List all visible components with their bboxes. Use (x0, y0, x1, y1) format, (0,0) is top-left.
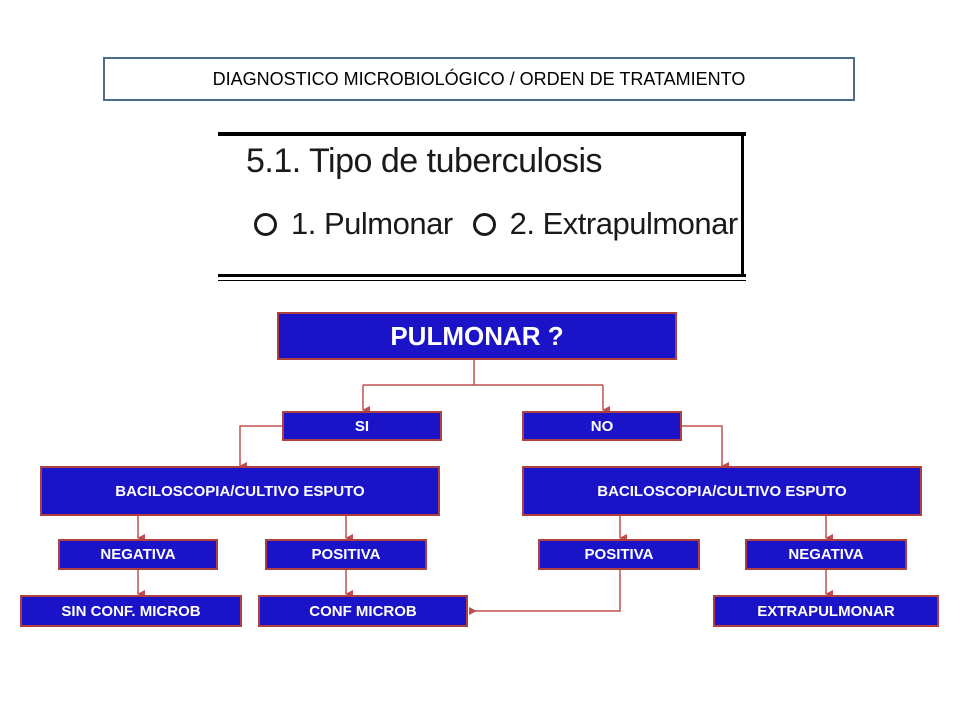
node-label: BACILOSCOPIA/CULTIVO ESPUTO (115, 482, 365, 500)
node-sin-conf-microb: SIN CONF. MICROB (20, 595, 242, 627)
node-left-positive: POSITIVA (265, 539, 427, 570)
form-excerpt-image: 5.1. Tipo de tuberculosis 1. Pulmonar 2.… (218, 132, 746, 282)
header-title: DIAGNOSTICO MICROBIOLÓGICO / ORDEN DE TR… (212, 68, 746, 89)
connector-no-to-test (682, 425, 729, 470)
connector-root-split (363, 360, 603, 386)
form-option-extrapulmonar: 2. Extrapulmonar (472, 206, 739, 242)
form-option-label: 1. Pulmonar (291, 206, 453, 241)
radio-circle-icon (472, 212, 496, 236)
node-right-positive: POSITIVA (538, 539, 700, 570)
node-label: BACILOSCOPIA/CULTIVO ESPUTO (597, 482, 847, 500)
form-option-label: 2. Extrapulmonar (509, 206, 739, 241)
form-section-title: 5.1. Tipo de tuberculosis (246, 142, 603, 180)
node-conf-microb: CONF MICROB (258, 595, 468, 627)
node-label: NEGATIVA (788, 546, 864, 563)
node-right-negative: NEGATIVA (745, 539, 907, 570)
node-no: NO (522, 411, 682, 441)
form-option-pulmonar: 1. Pulmonar (254, 206, 453, 242)
node-extrapulmonar: EXTRAPULMONAR (713, 595, 939, 627)
node-label: CONF MICROB (309, 602, 417, 620)
node-label: PULMONAR ? (390, 320, 564, 351)
form-rule-bottom (218, 274, 746, 277)
node-left-negative: NEGATIVA (58, 539, 218, 570)
connector-right-positive-to-confirm (469, 570, 621, 615)
node-si: SI (282, 411, 442, 441)
form-rule-top (218, 132, 746, 136)
node-label: NEGATIVA (100, 546, 176, 563)
form-rule-right (741, 132, 744, 274)
node-pulmonar-question: PULMONAR ? (277, 312, 677, 360)
connector-si-to-test (239, 425, 282, 470)
node-label: SI (354, 417, 370, 435)
form-options: 1. Pulmonar 2. Extrapulmonar (254, 206, 758, 242)
header-title-box: DIAGNOSTICO MICROBIOLÓGICO / ORDEN DE TR… (103, 57, 855, 101)
node-label: EXTRAPULMONAR (757, 602, 895, 620)
node-left-test: BACILOSCOPIA/CULTIVO ESPUTO (40, 466, 440, 516)
node-label: POSITIVA (311, 546, 381, 563)
node-label: POSITIVA (584, 546, 654, 563)
radio-circle-icon (254, 212, 277, 236)
node-label: NO (590, 417, 614, 435)
node-right-test: BACILOSCOPIA/CULTIVO ESPUTO (522, 466, 922, 516)
node-label: SIN CONF. MICROB (61, 602, 201, 620)
form-rule-bottom-thin (218, 280, 746, 281)
